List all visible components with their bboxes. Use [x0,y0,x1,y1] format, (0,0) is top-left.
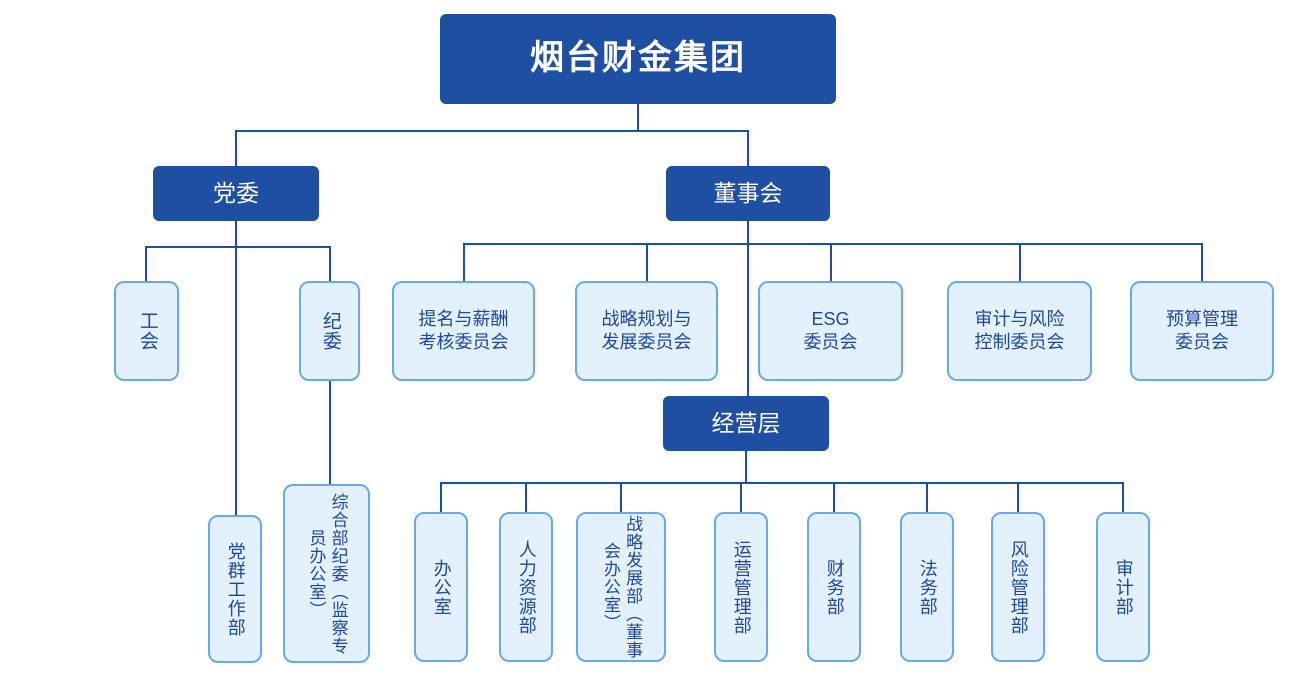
node-committee-strategy-label: 战略规划与 发展委员会 [601,308,692,352]
node-board[interactable]: 董事会 [666,166,830,221]
connector-to-dept-8 [1122,482,1124,513]
node-party-work-dept-label: 党群工作部 [225,541,246,637]
node-board-label: 董事会 [713,179,783,206]
node-party-work-dept[interactable]: 党群工作部 [208,515,262,663]
node-committee-audit-risk[interactable]: 审计与风险 控制委员会 [947,281,1092,381]
node-dept-legal-label: 法务部 [917,558,938,616]
connector-management-bus [440,482,1123,484]
connector-to-dept-6 [926,482,928,513]
connector-board-bus [463,243,1203,245]
node-dept-finance[interactable]: 财务部 [807,512,861,662]
node-root[interactable]: 烟台财金集团 [440,14,836,104]
connector-level1-bus [235,130,749,132]
connector-to-party [235,130,237,166]
node-committee-strategy[interactable]: 战略规划与 发展委员会 [575,281,718,381]
node-committee-nomination-label: 提名与薪酬 考核委员会 [418,308,509,352]
connector-to-dept-5 [833,482,835,513]
node-union[interactable]: 工会 [114,281,179,381]
node-root-label: 烟台财金集团 [530,39,746,78]
connector-to-dept-3 [620,482,622,513]
connector-to-committee-2 [646,243,648,282]
node-dept-legal[interactable]: 法务部 [900,512,954,662]
node-committee-nomination[interactable]: 提名与薪酬 考核委员会 [392,281,535,381]
connector-party-to-work-dept [235,246,237,516]
connector-board-stem [747,221,749,245]
node-dept-audit[interactable]: 审计部 [1096,512,1150,662]
node-dept-hr[interactable]: 人力资源部 [499,512,553,662]
node-general-office-discipline-label: 综合部纪委（监察专员办公室） [306,492,348,655]
connector-to-discipline [329,246,331,282]
node-dept-finance-label: 财务部 [824,558,845,616]
connector-to-board [747,130,749,166]
node-dept-strategy-development-label: 战略发展部（董事会办公室） [601,515,643,659]
node-dept-office[interactable]: 办公室 [414,512,468,662]
node-party-committee[interactable]: 党委 [153,166,319,221]
node-committee-budget-label: 预算管理 委员会 [1166,308,1238,352]
connector-to-dept-4 [740,482,742,513]
connector-management-stem [745,451,747,483]
node-general-office-discipline[interactable]: 综合部纪委（监察专员办公室） [283,484,370,663]
connector-to-union [145,246,147,282]
connector-to-committee-3 [830,243,832,282]
node-committee-esg-label: ESG 委员会 [803,308,858,352]
node-committee-audit-risk-label: 审计与风险 控制委员会 [974,308,1065,352]
connector-party-bus [145,246,330,248]
connector-party-stem [235,221,237,247]
connector-to-committee-1 [463,243,465,282]
node-discipline-label: 纪委 [319,311,341,351]
connector-to-dept-2 [525,482,527,513]
connector-board-to-management [747,243,749,397]
node-dept-operations[interactable]: 运营管理部 [714,512,768,662]
node-dept-audit-label: 审计部 [1113,558,1134,616]
connector-to-committee-5 [1201,243,1203,282]
node-union-label: 工会 [136,311,158,351]
node-dept-strategy-development[interactable]: 战略发展部（董事会办公室） [576,512,666,662]
connector-discipline-to-office [329,381,331,485]
node-dept-operations-label: 运营管理部 [731,539,752,635]
node-dept-hr-label: 人力资源部 [516,539,537,635]
node-discipline[interactable]: 纪委 [299,281,360,381]
connector-to-committee-4 [1019,243,1021,282]
connector-to-dept-7 [1017,482,1019,513]
node-dept-risk-management[interactable]: 风险管理部 [991,512,1045,662]
node-dept-risk-management-label: 风险管理部 [1008,539,1029,635]
connector-root-stem [637,104,639,132]
node-dept-office-label: 办公室 [431,558,452,616]
connector-to-dept-1 [440,482,442,513]
node-management-label: 经营层 [711,409,781,436]
node-committee-esg[interactable]: ESG 委员会 [758,281,903,381]
node-party-committee-label: 党委 [213,179,259,206]
node-management[interactable]: 经营层 [663,396,829,451]
node-committee-budget[interactable]: 预算管理 委员会 [1130,281,1274,381]
